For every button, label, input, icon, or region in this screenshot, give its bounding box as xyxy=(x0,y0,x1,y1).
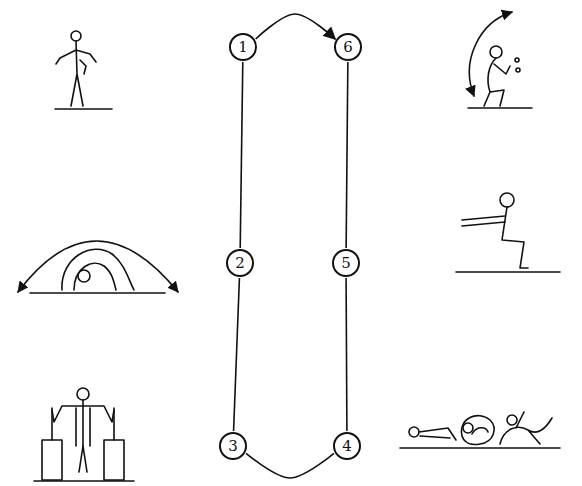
station-number: 6 xyxy=(343,40,353,55)
circuit-line xyxy=(346,62,348,248)
floor-roll-figures xyxy=(400,412,560,448)
dips-figure xyxy=(34,388,134,481)
station-circle: 6 xyxy=(334,33,362,61)
station-circle: 4 xyxy=(333,432,361,460)
station-circle: 1 xyxy=(229,33,257,61)
standing-figure xyxy=(55,31,112,109)
station-number: 4 xyxy=(342,439,352,454)
station-circle: 3 xyxy=(219,432,247,460)
station-number: 1 xyxy=(238,40,248,55)
station-circle: 5 xyxy=(332,249,360,277)
circuit-line xyxy=(246,453,334,478)
station-number: 3 xyxy=(228,439,238,454)
circuit-line xyxy=(240,62,243,248)
squat-figure xyxy=(456,193,560,272)
jump-figure xyxy=(468,12,532,108)
circuit-line xyxy=(345,278,347,431)
station-circle: 2 xyxy=(226,249,254,277)
roll-figure xyxy=(18,241,178,293)
circuit-line xyxy=(256,14,336,39)
circuit-line xyxy=(234,278,240,431)
station-number: 2 xyxy=(235,256,245,271)
station-number: 5 xyxy=(341,256,351,271)
